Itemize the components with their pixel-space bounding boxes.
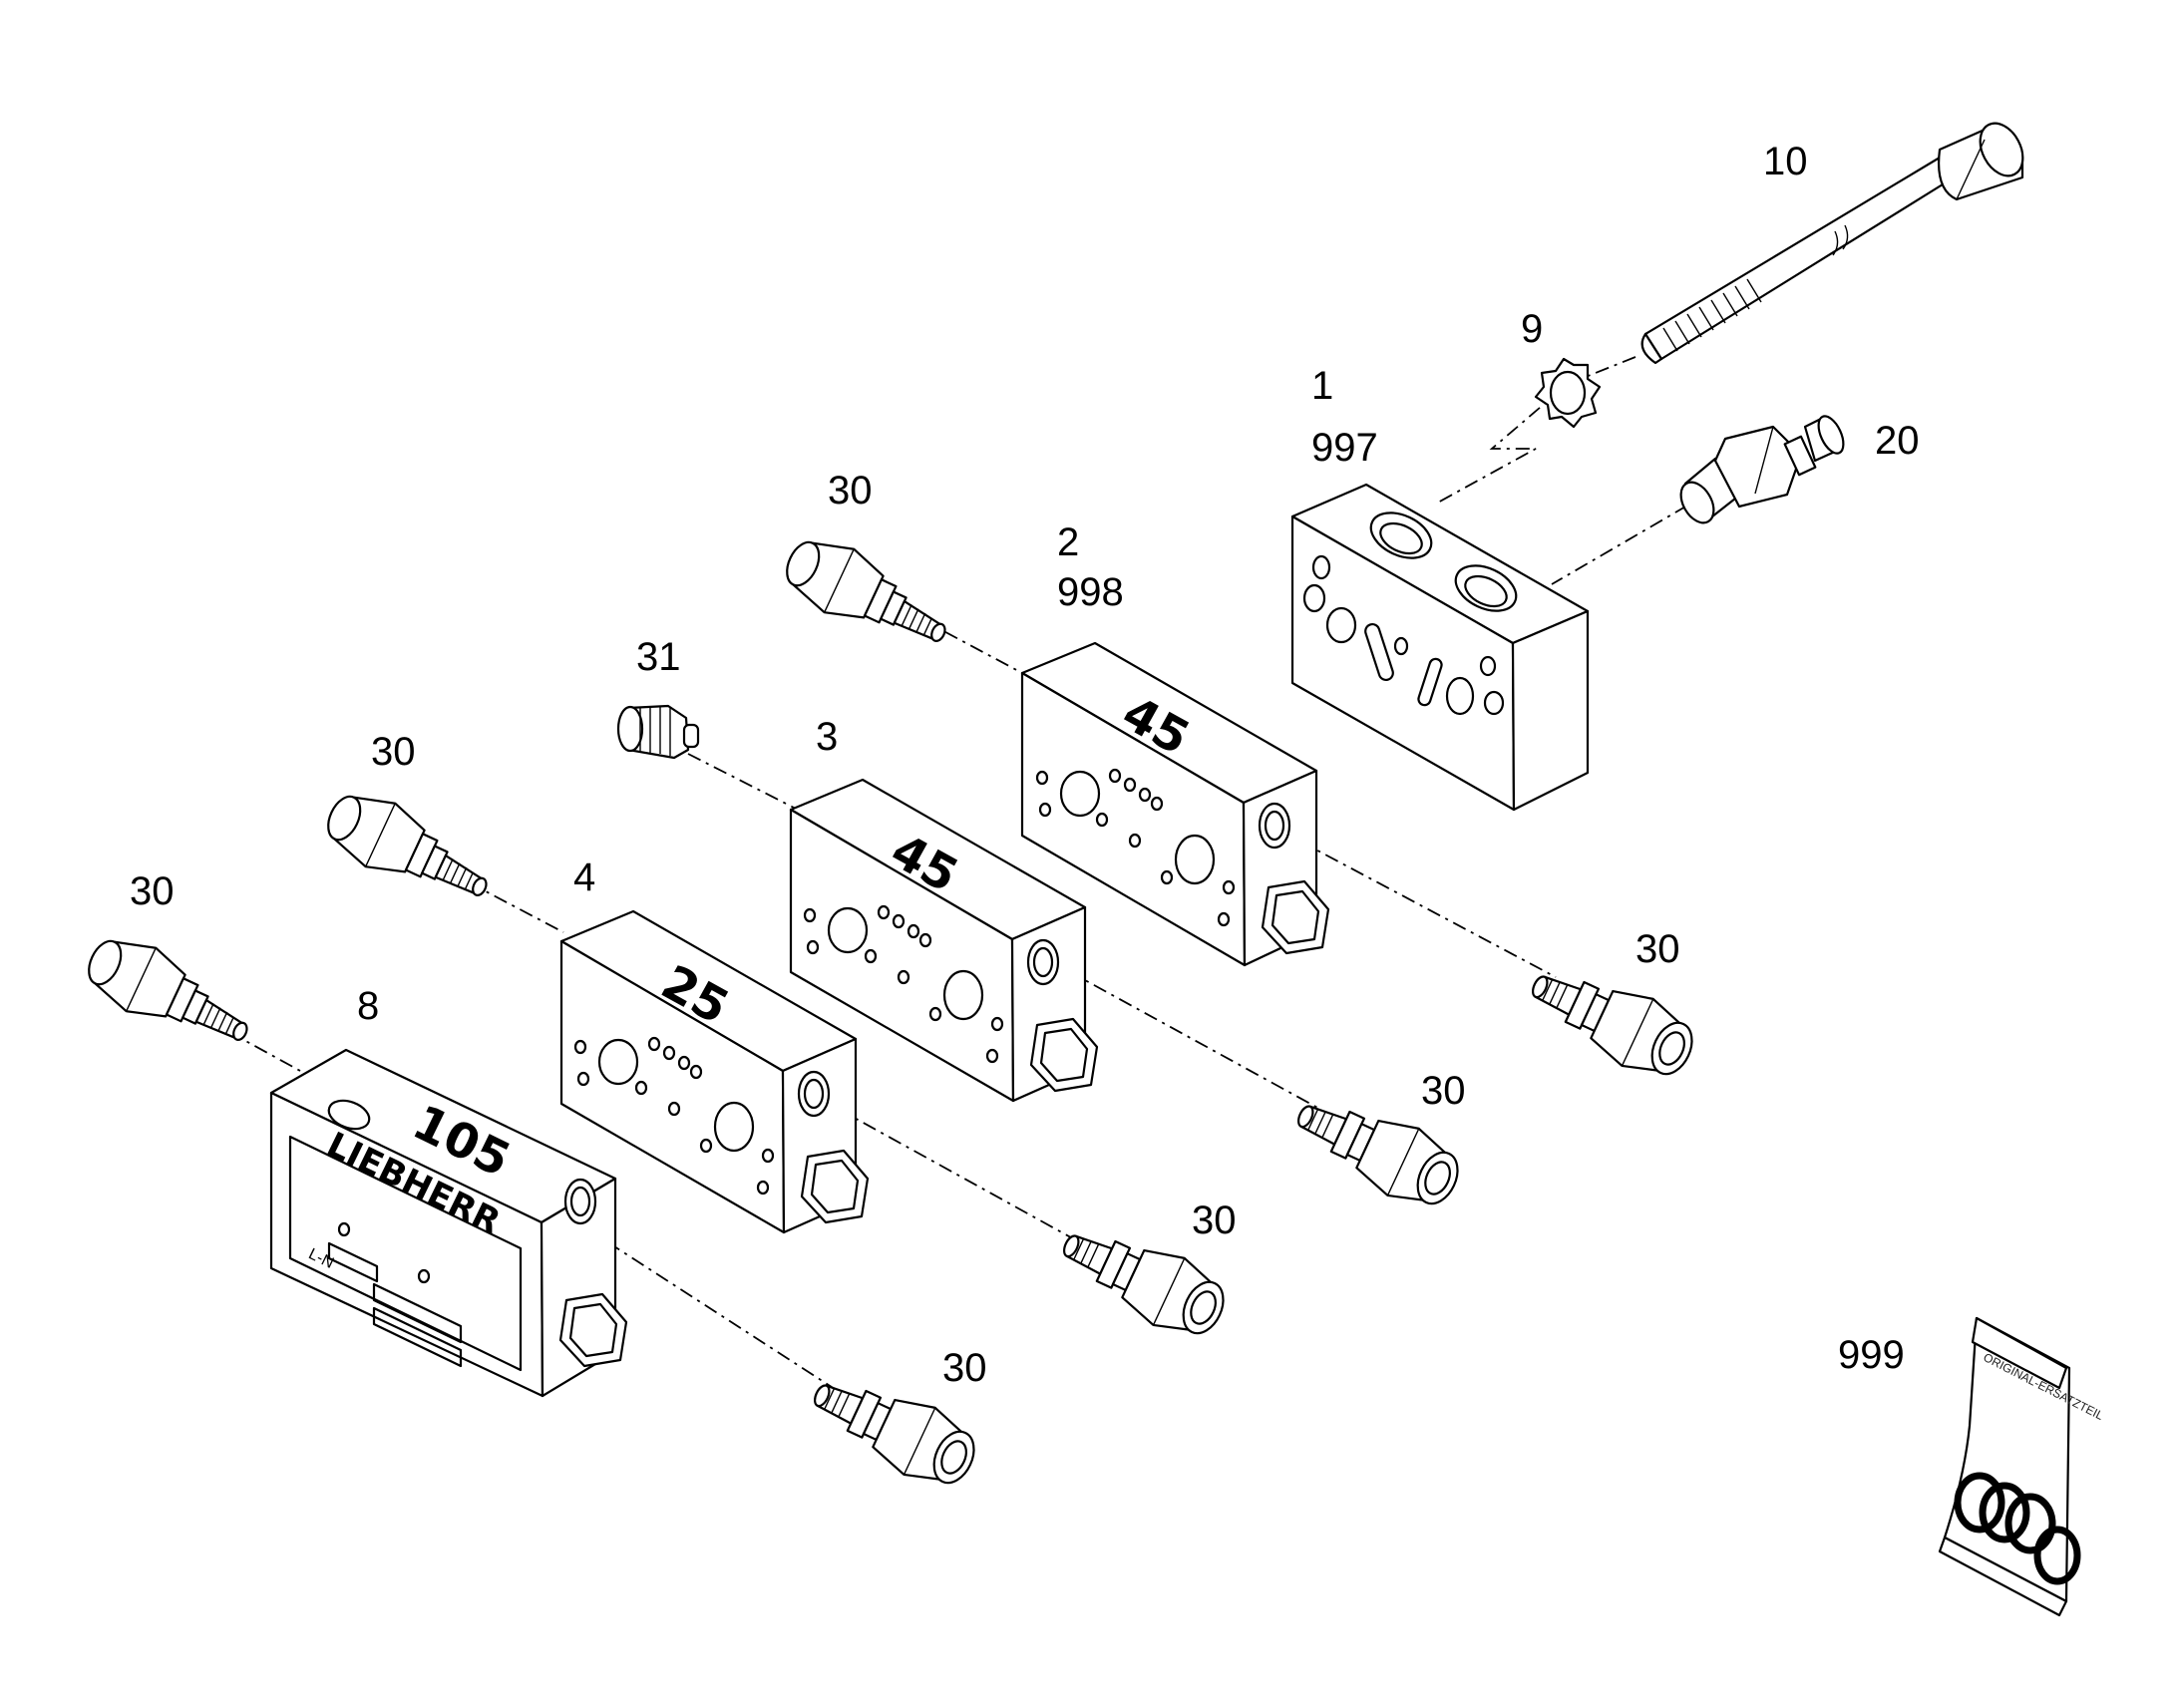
fitting-30-c [76,923,264,1063]
valve-block-2: 45 [1020,641,1330,967]
leader-lines [228,356,1688,1392]
end-block-8: 105 LIEBHERR L-N [269,1048,628,1398]
callout-20: 20 [1875,419,1920,463]
callout-998: 998 [1057,570,1124,614]
fitting-30-a [774,524,962,664]
callout-30-right-1: 30 [1635,927,1680,971]
callout-31: 31 [636,635,681,679]
fitting-icon [1679,415,1845,524]
callout-30-right-4: 30 [942,1346,987,1390]
callout-999: 999 [1838,1333,1905,1377]
callout-4: 4 [573,855,595,899]
callout-30-left-mid: 30 [371,730,416,774]
plug-icon [616,704,700,760]
callout-30-right-2: 30 [1421,1069,1466,1113]
callout-8: 8 [357,984,379,1028]
lock-washer-icon [1534,357,1602,429]
callout-1: 1 [1311,364,1333,408]
valve-block-4: 25 [559,909,870,1234]
callout-labels: 10 9 1 997 20 30 2 998 31 3 30 4 30 8 30… [130,140,1920,1390]
o-ring-icon [1954,1472,2081,1585]
callout-30-right-3: 30 [1192,1198,1237,1242]
callout-2: 2 [1057,520,1079,564]
callout-30-left-low: 30 [130,869,175,913]
valve-block-3: 45 [789,778,1099,1103]
callout-3: 3 [816,715,838,759]
bolt-icon [1640,122,2024,365]
valve-block-1 [1290,483,1590,812]
fitting-30-d [1518,949,1705,1091]
callout-997: 997 [1311,426,1378,470]
callout-30-top: 30 [828,469,873,512]
callout-9: 9 [1521,307,1543,351]
callout-10: 10 [1763,140,1808,183]
seal-kit-bag-icon: ORIGINAL-ERSATZTEIL [1938,1316,2106,1617]
fitting-30-b [315,779,504,918]
